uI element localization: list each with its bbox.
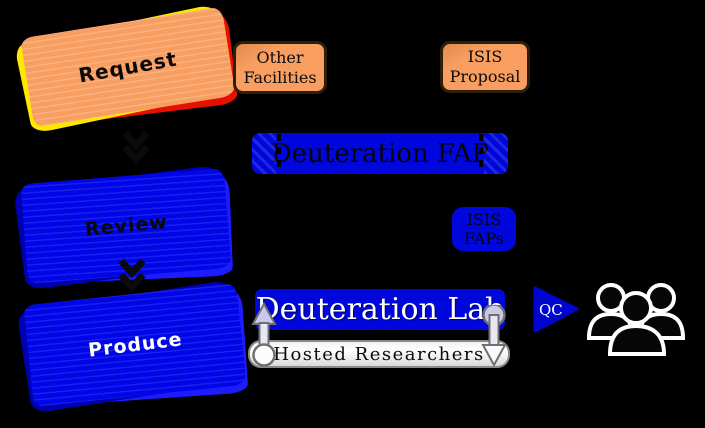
- hosted-researchers-label: Hosted Researchers: [273, 343, 485, 365]
- pin-arrow-up-icon: [251, 302, 277, 367]
- fap-bar-hatched-cap-right: [484, 133, 508, 174]
- isis-faps-line1: ISIS: [466, 209, 502, 229]
- node-other-facilities: Other Facilities: [233, 41, 327, 94]
- stage-review-label: Review: [83, 211, 169, 241]
- fap-bar-dashed-divider-right: [479, 134, 483, 173]
- stage-produce-label: Produce: [86, 328, 184, 362]
- deuteration-lab-label: Deuteration Lab: [255, 292, 505, 327]
- stage-request-label: Request: [76, 46, 180, 88]
- node-isis-proposal: ISIS Proposal: [440, 41, 530, 93]
- fap-bar-hatched-cap-left: [252, 133, 276, 174]
- qc-label: QC: [539, 300, 563, 319]
- qc-gate: QC: [533, 286, 579, 333]
- stage-request: Request: [14, 3, 239, 135]
- double-chevron-down-icon: [118, 258, 146, 293]
- node-isis-faps: ISIS FAPs: [452, 207, 516, 251]
- pin-arrow-down-icon: [481, 305, 507, 367]
- people-group-icon: [586, 283, 686, 356]
- bar-deuteration-fap: Deuteration FAP: [252, 133, 508, 174]
- other-facilities-line1: Other: [256, 47, 304, 67]
- isis-proposal-line2: Proposal: [449, 67, 521, 86]
- other-facilities-line2: Facilities: [243, 67, 317, 87]
- fap-bar-dashed-divider-left: [277, 134, 281, 173]
- request-fill: Request: [20, 6, 236, 128]
- deuteration-fap-label: Deuteration FAP: [270, 138, 490, 169]
- isis-proposal-line1: ISIS: [467, 47, 503, 66]
- isis-faps-line2: FAPs: [464, 229, 504, 248]
- double-chevron-down-icon: [122, 130, 150, 165]
- stage-produce: Produce: [16, 279, 249, 414]
- bar-hosted-researchers: Hosted Researchers: [248, 340, 510, 368]
- triangle-right-icon: [533, 286, 579, 333]
- bar-deuteration-lab: Deuteration Lab: [252, 286, 508, 333]
